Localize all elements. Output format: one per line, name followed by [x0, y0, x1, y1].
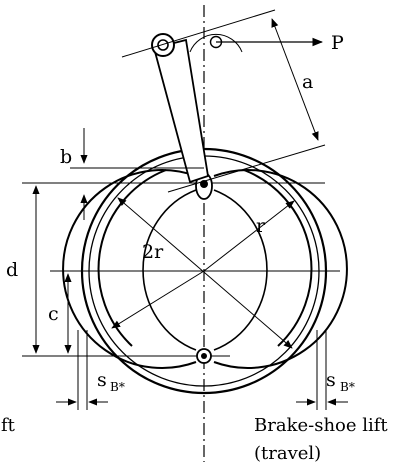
left-brake-shoe [62, 169, 197, 369]
label-b: b [60, 146, 72, 168]
label-2r: 2r [142, 241, 164, 263]
dim-line-a-top [121, 9, 276, 58]
right-brake-shoe [213, 169, 348, 369]
radius-r-line [203, 200, 295, 272]
dim-arrow-a [271, 18, 319, 141]
label-d: d [6, 259, 18, 281]
label-force-p: P [331, 32, 344, 54]
label-s-right: s [326, 369, 336, 391]
left-shoe-web [142, 189, 197, 351]
label-a: a [302, 71, 313, 93]
label-s-right-sub: B* [340, 380, 355, 394]
diameter-2r-line [117, 197, 293, 349]
right-shoe-lining [243, 169, 313, 347]
label-r: r [256, 215, 266, 237]
anchor-pin-bottom-core [201, 353, 207, 359]
dim-line-a-bottom [167, 144, 326, 193]
lever-pivot-outer [151, 33, 175, 57]
force-point-arc [189, 33, 243, 53]
chord-line-left [111, 270, 205, 329]
cam-lever-arm [152, 38, 210, 184]
caption-right-line1: Brake-shoe lift [254, 415, 388, 436]
caption-right-line2: (travel) [254, 443, 321, 464]
label-c: c [48, 303, 59, 325]
right-shoe-web [213, 189, 268, 351]
caption-left-cut: ft [1, 415, 16, 436]
label-s-left-sub: B* [110, 380, 125, 394]
lever-pivot-inner [157, 39, 169, 51]
label-s-left: s [97, 369, 107, 391]
